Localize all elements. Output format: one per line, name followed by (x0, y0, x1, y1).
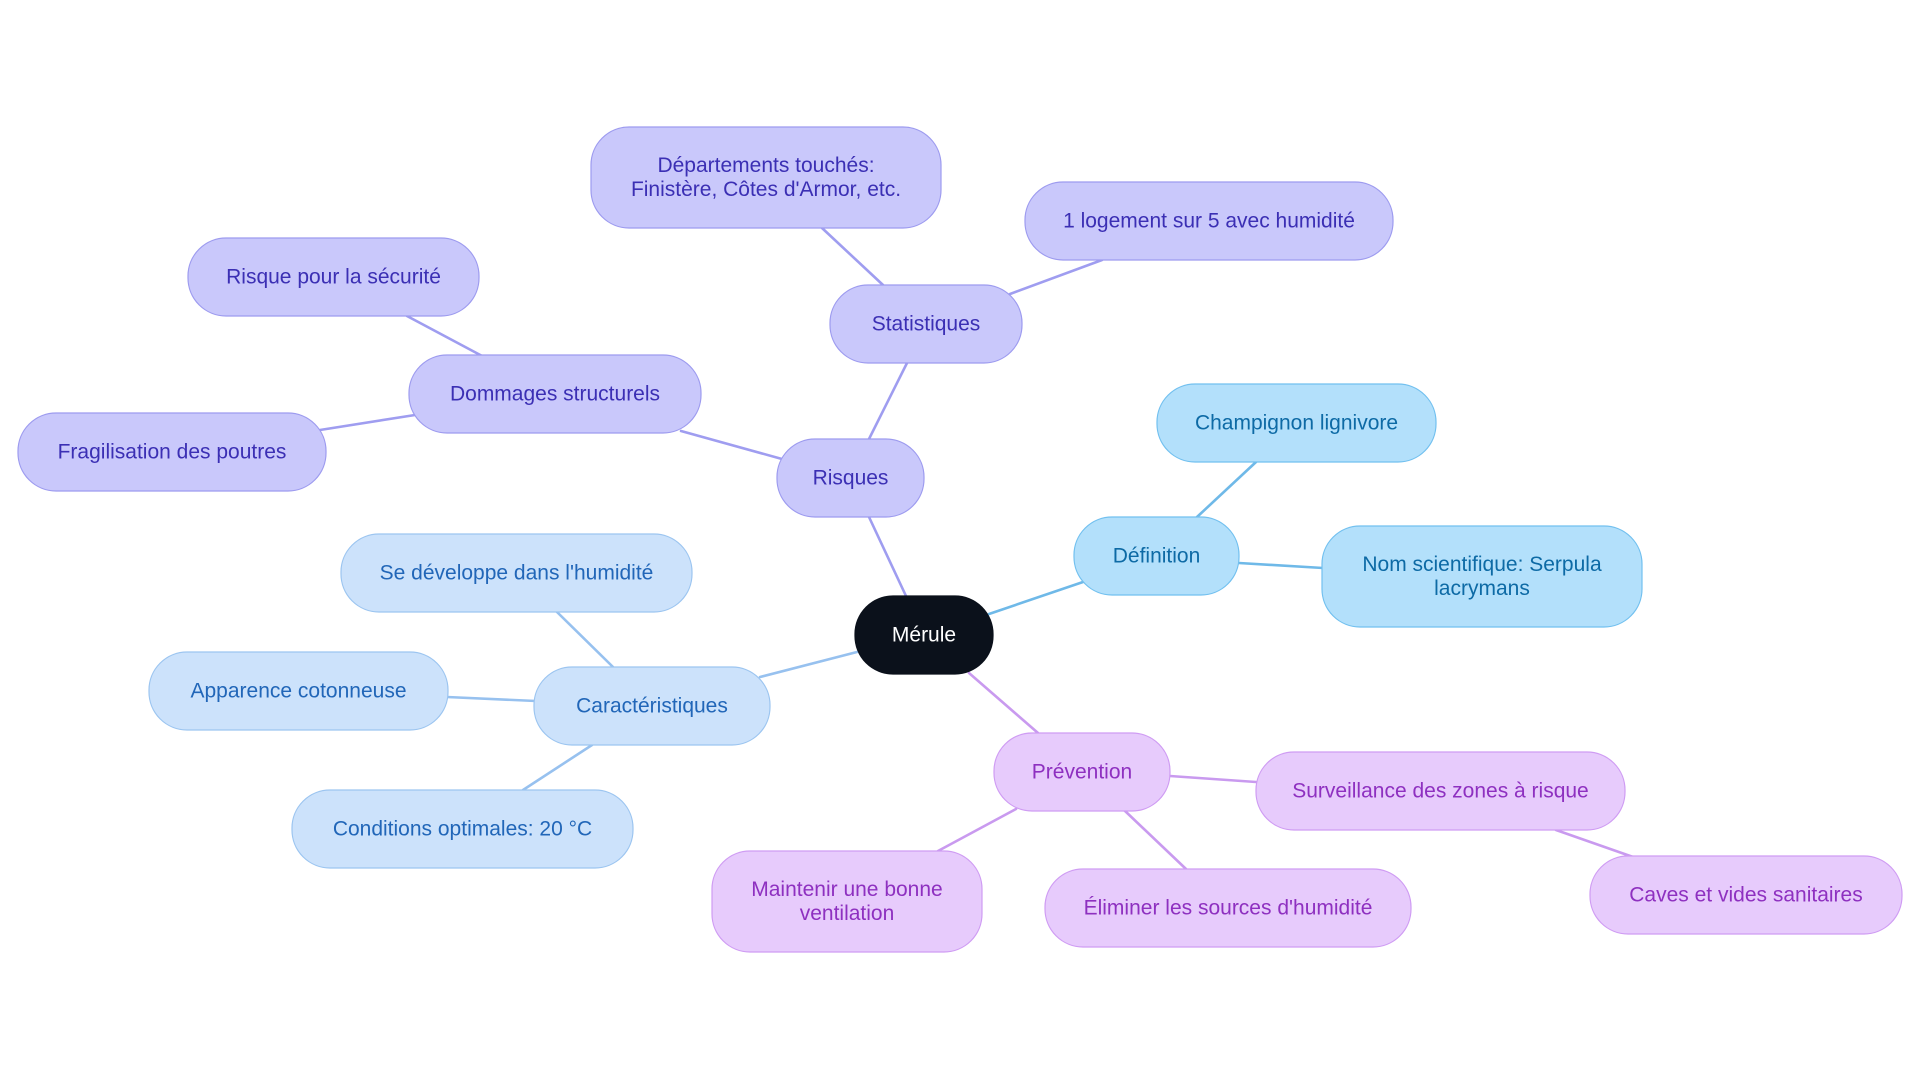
node-dommages-label: Dommages structurels (450, 383, 660, 406)
node-departements-label: Finistère, Côtes d'Armor, etc. (631, 178, 901, 201)
node-conditions-label: Conditions optimales: 20 °C (333, 818, 592, 841)
node-definition-box (1073, 516, 1240, 596)
node-logement[interactable]: 1 logement sur 5 avec humidité (1024, 181, 1394, 261)
connector-line-risques (820, 226, 885, 287)
node-humidite[interactable]: Se développe dans l'humidité (340, 533, 693, 613)
node-root-label: Mérule (892, 624, 956, 647)
node-conditions[interactable]: Conditions optimales: 20 °C (291, 789, 634, 869)
node-definition[interactable]: Définition (1073, 516, 1240, 596)
node-prevention-box (993, 732, 1171, 812)
node-poutres-box (17, 412, 327, 492)
connector-line-risques (679, 429, 784, 461)
connector-line-definition (1195, 460, 1258, 519)
connector-line-definition (1237, 561, 1325, 570)
connector-line-prevention (1554, 828, 1638, 860)
node-ventilation-label: Maintenir une bonne (751, 878, 942, 901)
node-caracteristiques-label: Caractéristiques (576, 695, 728, 718)
node-caves-box (1589, 855, 1903, 935)
node-eliminer-label: Éliminer les sources d'humidité (1084, 897, 1373, 920)
node-securite[interactable]: Risque pour la sécurité (187, 237, 480, 317)
connector-line-prevention (936, 807, 1018, 853)
node-nom-box (1321, 525, 1643, 628)
connector-line-prevention (967, 671, 1040, 735)
node-statistiques-label: Statistiques (872, 313, 981, 336)
node-logement-box (1024, 181, 1394, 261)
connector-line-risques (1008, 258, 1104, 296)
node-root-box (854, 595, 994, 675)
node-risques[interactable]: Risques (776, 438, 925, 518)
node-securite-label: Risque pour la sécurité (226, 266, 441, 289)
node-departements[interactable]: Départements touchés:Finistère, Côtes d'… (590, 126, 942, 229)
mind-map-nodes: Mérule Risques Statistiques Départements to… (17, 126, 1903, 953)
node-logement-label: 1 logement sur 5 avec humidité (1063, 210, 1355, 233)
node-caracteristiques-box (533, 666, 771, 746)
node-departements-label: Départements touchés: (657, 154, 874, 177)
node-ventilation-label: ventilation (800, 902, 895, 925)
node-caracteristiques[interactable]: Caractéristiques (533, 666, 771, 746)
node-caves[interactable]: Caves et vides sanitaires (1589, 855, 1903, 935)
node-eliminer[interactable]: Éliminer les sources d'humidité (1044, 868, 1412, 948)
node-caves-label: Caves et vides sanitaires (1629, 884, 1862, 907)
node-dommages-box (408, 354, 702, 434)
node-surveillance-label: Surveillance des zones à risque (1292, 780, 1589, 803)
node-champignon[interactable]: Champignon lignivore (1156, 383, 1437, 463)
node-champignon-label: Champignon lignivore (1195, 412, 1398, 435)
connector-line-risques (867, 361, 909, 441)
node-humidite-box (340, 533, 693, 613)
node-humidite-label: Se développe dans l'humidité (380, 562, 654, 585)
connector-line-caracteristiques (445, 695, 538, 703)
connector-line-prevention (1122, 808, 1188, 871)
node-securite-box (187, 237, 480, 317)
node-root[interactable]: Mérule (854, 595, 994, 675)
node-departements-box (590, 126, 942, 229)
node-dommages[interactable]: Dommages structurels (408, 354, 702, 434)
node-ventilation-box (711, 850, 983, 953)
node-apparence-label: Apparence cotonneuse (191, 680, 407, 703)
node-prevention[interactable]: Prévention (993, 732, 1171, 812)
node-surveillance-box (1255, 751, 1626, 831)
node-surveillance[interactable]: Surveillance des zones à risque (1255, 751, 1626, 831)
node-conditions-box (291, 789, 634, 869)
connector-line-caracteristiques (758, 650, 859, 679)
node-risques-label: Risques (813, 467, 889, 490)
connector-line-risques (405, 314, 486, 359)
node-nom-label: Nom scientifique: Serpula (1362, 553, 1602, 576)
node-statistiques[interactable]: Statistiques (829, 284, 1023, 364)
node-poutres-label: Fragilisation des poutres (58, 441, 287, 464)
node-prevention-label: Prévention (1032, 761, 1132, 784)
node-poutres[interactable]: Fragilisation des poutres (17, 412, 327, 492)
connector-line-caracteristiques (555, 610, 615, 669)
connector-line-risques (867, 515, 908, 598)
node-nom-label: lacrymans (1434, 577, 1530, 600)
node-risques-box (776, 438, 925, 518)
node-champignon-box (1156, 383, 1437, 463)
node-apparence[interactable]: Apparence cotonneuse (148, 651, 449, 731)
connector-line-risques (318, 413, 417, 432)
connector-lines (318, 226, 1638, 871)
node-apparence-box (148, 651, 449, 731)
node-statistiques-box (829, 284, 1023, 364)
connector-line-definition (987, 580, 1085, 616)
connector-line-prevention (1168, 774, 1258, 784)
node-definition-label: Définition (1113, 545, 1201, 568)
node-eliminer-box (1044, 868, 1412, 948)
connector-line-caracteristiques (521, 743, 594, 792)
